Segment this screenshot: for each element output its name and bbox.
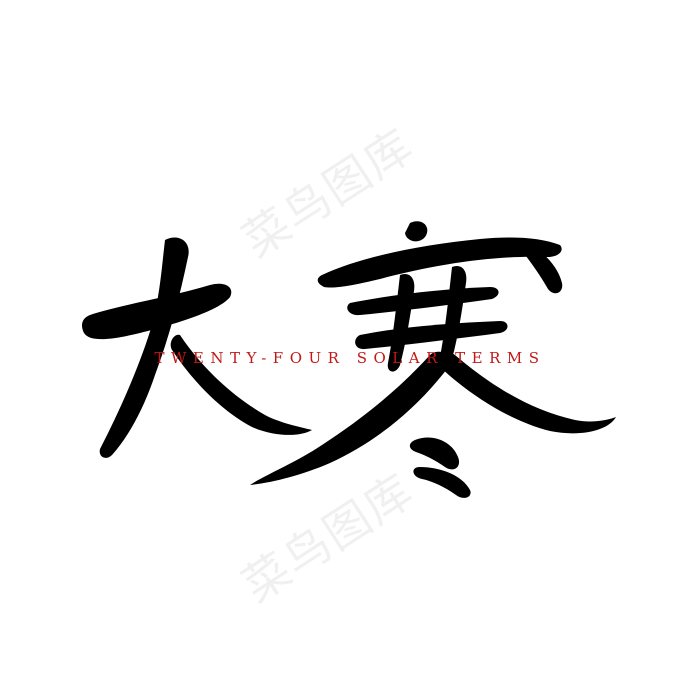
subtitle-english: TWENTY-FOUR SOLAR TERMS (154, 349, 546, 367)
character-han (250, 221, 616, 498)
calligraphy-brush-strokes (82, 221, 616, 498)
calligraphy-title (60, 205, 620, 505)
character-da (82, 237, 312, 458)
